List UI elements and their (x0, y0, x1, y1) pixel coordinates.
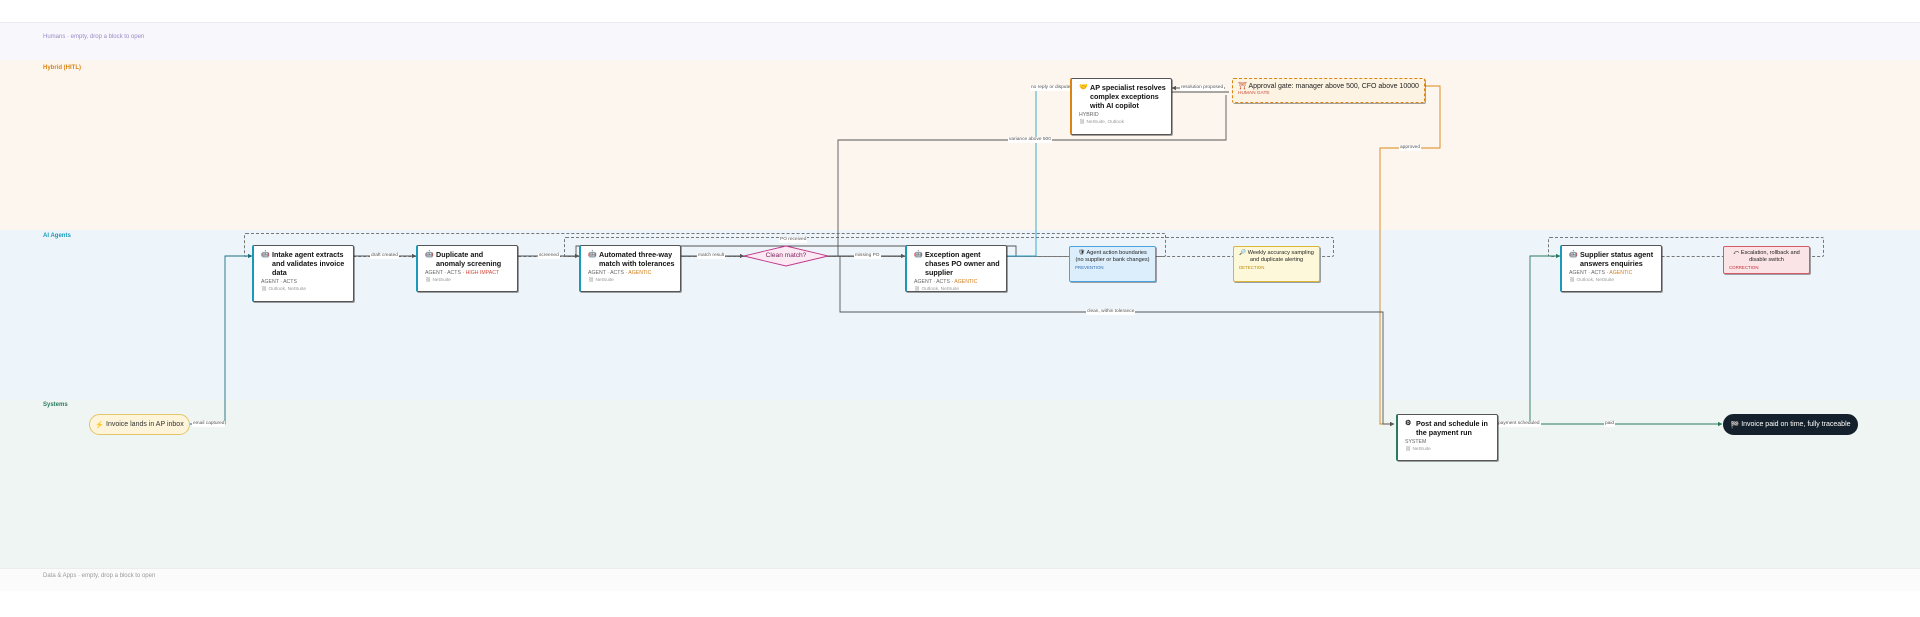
specialist-title: AP specialist resolves complex exception… (1090, 83, 1166, 110)
lane-agents-label: AI Agents (43, 233, 71, 239)
link-icon: ⛓ (1079, 120, 1087, 125)
lane-humans: Humans · empty, drop a block to open (0, 22, 1920, 62)
end-label: Invoice paid on time, fully traceable (1741, 421, 1851, 428)
flag-icon: 🏁 (1730, 421, 1740, 429)
boundaries-sub: PREVENTION (1075, 265, 1104, 270)
label-paid: paid (1604, 421, 1616, 427)
robot-icon: 🤖 (1569, 251, 1578, 258)
escalation-title: Escalation, rollback and disable switch (1740, 250, 1800, 263)
post-title: Post and schedule in the payment run (1416, 419, 1488, 437)
dup-meta: AGENT · ACTS · (425, 270, 465, 276)
edge-no-reply (1007, 85, 1068, 257)
exception-meta: AGENT · ACTS · (914, 279, 954, 285)
edge-clean-within (839, 256, 1395, 427)
control-group-right (1548, 237, 1824, 257)
supplier-meta: AGENT · ACTS · (1569, 270, 1609, 276)
lane-data-label: Data & Apps · empty, drop a block to ope… (43, 573, 156, 579)
edge-approved (1379, 85, 1441, 427)
accuracy-control-node[interactable]: 🔎 Weekly accuracy sampling and duplicate… (1233, 246, 1320, 282)
label-match-result: match result (697, 253, 726, 259)
intake-title: Intake agent extracts and validates invo… (272, 250, 345, 277)
label-po-received: PO received (779, 237, 808, 243)
supplier-status-node[interactable]: 🤖Supplier status agent answers enquiries… (1560, 245, 1662, 292)
dup-tools: NetSuite (432, 278, 451, 283)
specialist-meta: HYBRID (1079, 112, 1099, 118)
label-draft-created: draft created (370, 253, 399, 259)
shield-icon: 🛡 (1078, 250, 1087, 256)
intake-tools: Outlook, NetSuite (268, 287, 307, 292)
label-email-captured: email captured (192, 421, 226, 427)
label-resolution-proposed: resolution proposed (1180, 85, 1225, 91)
label-clean-within: clean, within tolerance (1086, 309, 1136, 315)
approval-gate-node[interactable]: ⛩ Approval gate: manager above 500, CFO … (1232, 78, 1425, 103)
handshake-icon: 🤝 (1079, 84, 1088, 91)
dup-badge: HIGH IMPACT (465, 270, 500, 276)
post-tools: NetSuite (1412, 447, 1431, 452)
intake-agent-node[interactable]: 🤖Intake agent extracts and validates inv… (252, 245, 354, 302)
specialist-tools: NetSuite, Outlook (1086, 120, 1125, 125)
start-label: Invoice lands in AP inbox (106, 421, 184, 428)
lane-data: Data & Apps · empty, drop a block to ope… (0, 568, 1920, 591)
exception-tools: Outlook, NetSuite (921, 287, 960, 292)
decision-label: Clean match? (765, 252, 807, 259)
robot-icon: 🤖 (425, 251, 434, 258)
link-icon: ⛓ (1405, 447, 1413, 452)
dup-title: Duplicate and anomaly screening (436, 250, 502, 268)
lane-humans-label: Humans · empty, drop a block to open (43, 34, 145, 40)
supplier-tools: Outlook, NetSuite (1576, 278, 1615, 283)
link-icon: ⛓ (914, 287, 922, 292)
label-variance-above: variance above 500 (1008, 137, 1052, 143)
label-screened: screened (538, 253, 560, 259)
robot-icon: 🤖 (914, 251, 923, 258)
gate-icon: ⛩ (1238, 83, 1249, 90)
decision-diamond[interactable] (743, 245, 829, 267)
lane-systems: Systems (0, 400, 1920, 568)
match-tools: NetSuite (595, 278, 614, 283)
escalation-control-node[interactable]: ⤺ Escalation, rollback and disable switc… (1723, 246, 1810, 274)
robot-icon: 🤖 (261, 251, 270, 258)
match-title: Automated three-way match with tolerance… (599, 250, 675, 268)
supplier-title: Supplier status agent answers enquiries (1580, 250, 1654, 268)
link-icon: ⛓ (261, 287, 269, 292)
label-payment-scheduled: payment scheduled (1497, 421, 1541, 427)
exception-title: Exception agent chases PO owner and supp… (925, 250, 1000, 277)
duplicate-screening-node[interactable]: 🤖Duplicate and anomaly screening AGENT ·… (416, 245, 518, 292)
end-node[interactable]: 🏁 Invoice paid on time, fully traceable (1723, 414, 1858, 435)
label-no-reply: no reply or dispute (1030, 85, 1072, 91)
three-way-match-node[interactable]: 🤖Automated three-way match with toleranc… (579, 245, 681, 292)
escalation-icon: ⤺ (1733, 250, 1741, 256)
match-badge: AGENTIC (628, 270, 652, 276)
edge-email-captured (190, 253, 253, 425)
boundaries-title: Agent action boundaries (no supplier or … (1075, 250, 1150, 263)
gate-title: Approval gate: manager above 500, CFO ab… (1248, 83, 1419, 90)
escalation-sub: CORRECTION (1729, 265, 1759, 270)
start-node[interactable]: ⚡ Invoice lands in AP inbox (89, 414, 190, 435)
gate-sub: HUMAN GATE (1238, 91, 1270, 96)
gear-icon: ⚙ (1405, 420, 1412, 427)
accuracy-title: Weekly accuracy sampling and duplicate a… (1247, 250, 1314, 263)
link-icon: ⛓ (1569, 278, 1577, 283)
label-missing-po: missing PO (854, 253, 881, 259)
lane-hybrid-label: Hybrid (HITL) (43, 65, 81, 71)
edge-payment-scheduled (1498, 253, 1561, 425)
intake-meta: AGENT · ACTS (261, 279, 297, 285)
link-icon: ⛓ (425, 278, 433, 283)
link-icon: ⛓ (588, 278, 596, 283)
lightning-icon: ⚡ (95, 421, 104, 429)
ap-specialist-node[interactable]: 🤝AP specialist resolves complex exceptio… (1070, 78, 1172, 135)
exception-agent-node[interactable]: 🤖Exception agent chases PO owner and sup… (905, 245, 1007, 292)
lane-systems-label: Systems (43, 402, 68, 408)
post-meta: SYSTEM (1405, 439, 1427, 445)
magnifier-icon: 🔎 (1239, 250, 1248, 256)
accuracy-sub: DETECTION (1239, 265, 1265, 270)
robot-icon: 🤖 (588, 251, 597, 258)
lane-hybrid: Hybrid (HITL) (0, 60, 1920, 231)
supplier-badge: AGENTIC (1609, 270, 1633, 276)
exception-badge: AGENTIC (954, 279, 978, 285)
post-schedule-node[interactable]: ⚙ Post and schedule in the payment run SY… (1396, 414, 1498, 461)
match-meta: AGENT · ACTS · (588, 270, 628, 276)
boundaries-control-node[interactable]: 🛡 Agent action boundaries (no supplier o… (1069, 246, 1156, 282)
label-approved: approved (1399, 145, 1422, 151)
